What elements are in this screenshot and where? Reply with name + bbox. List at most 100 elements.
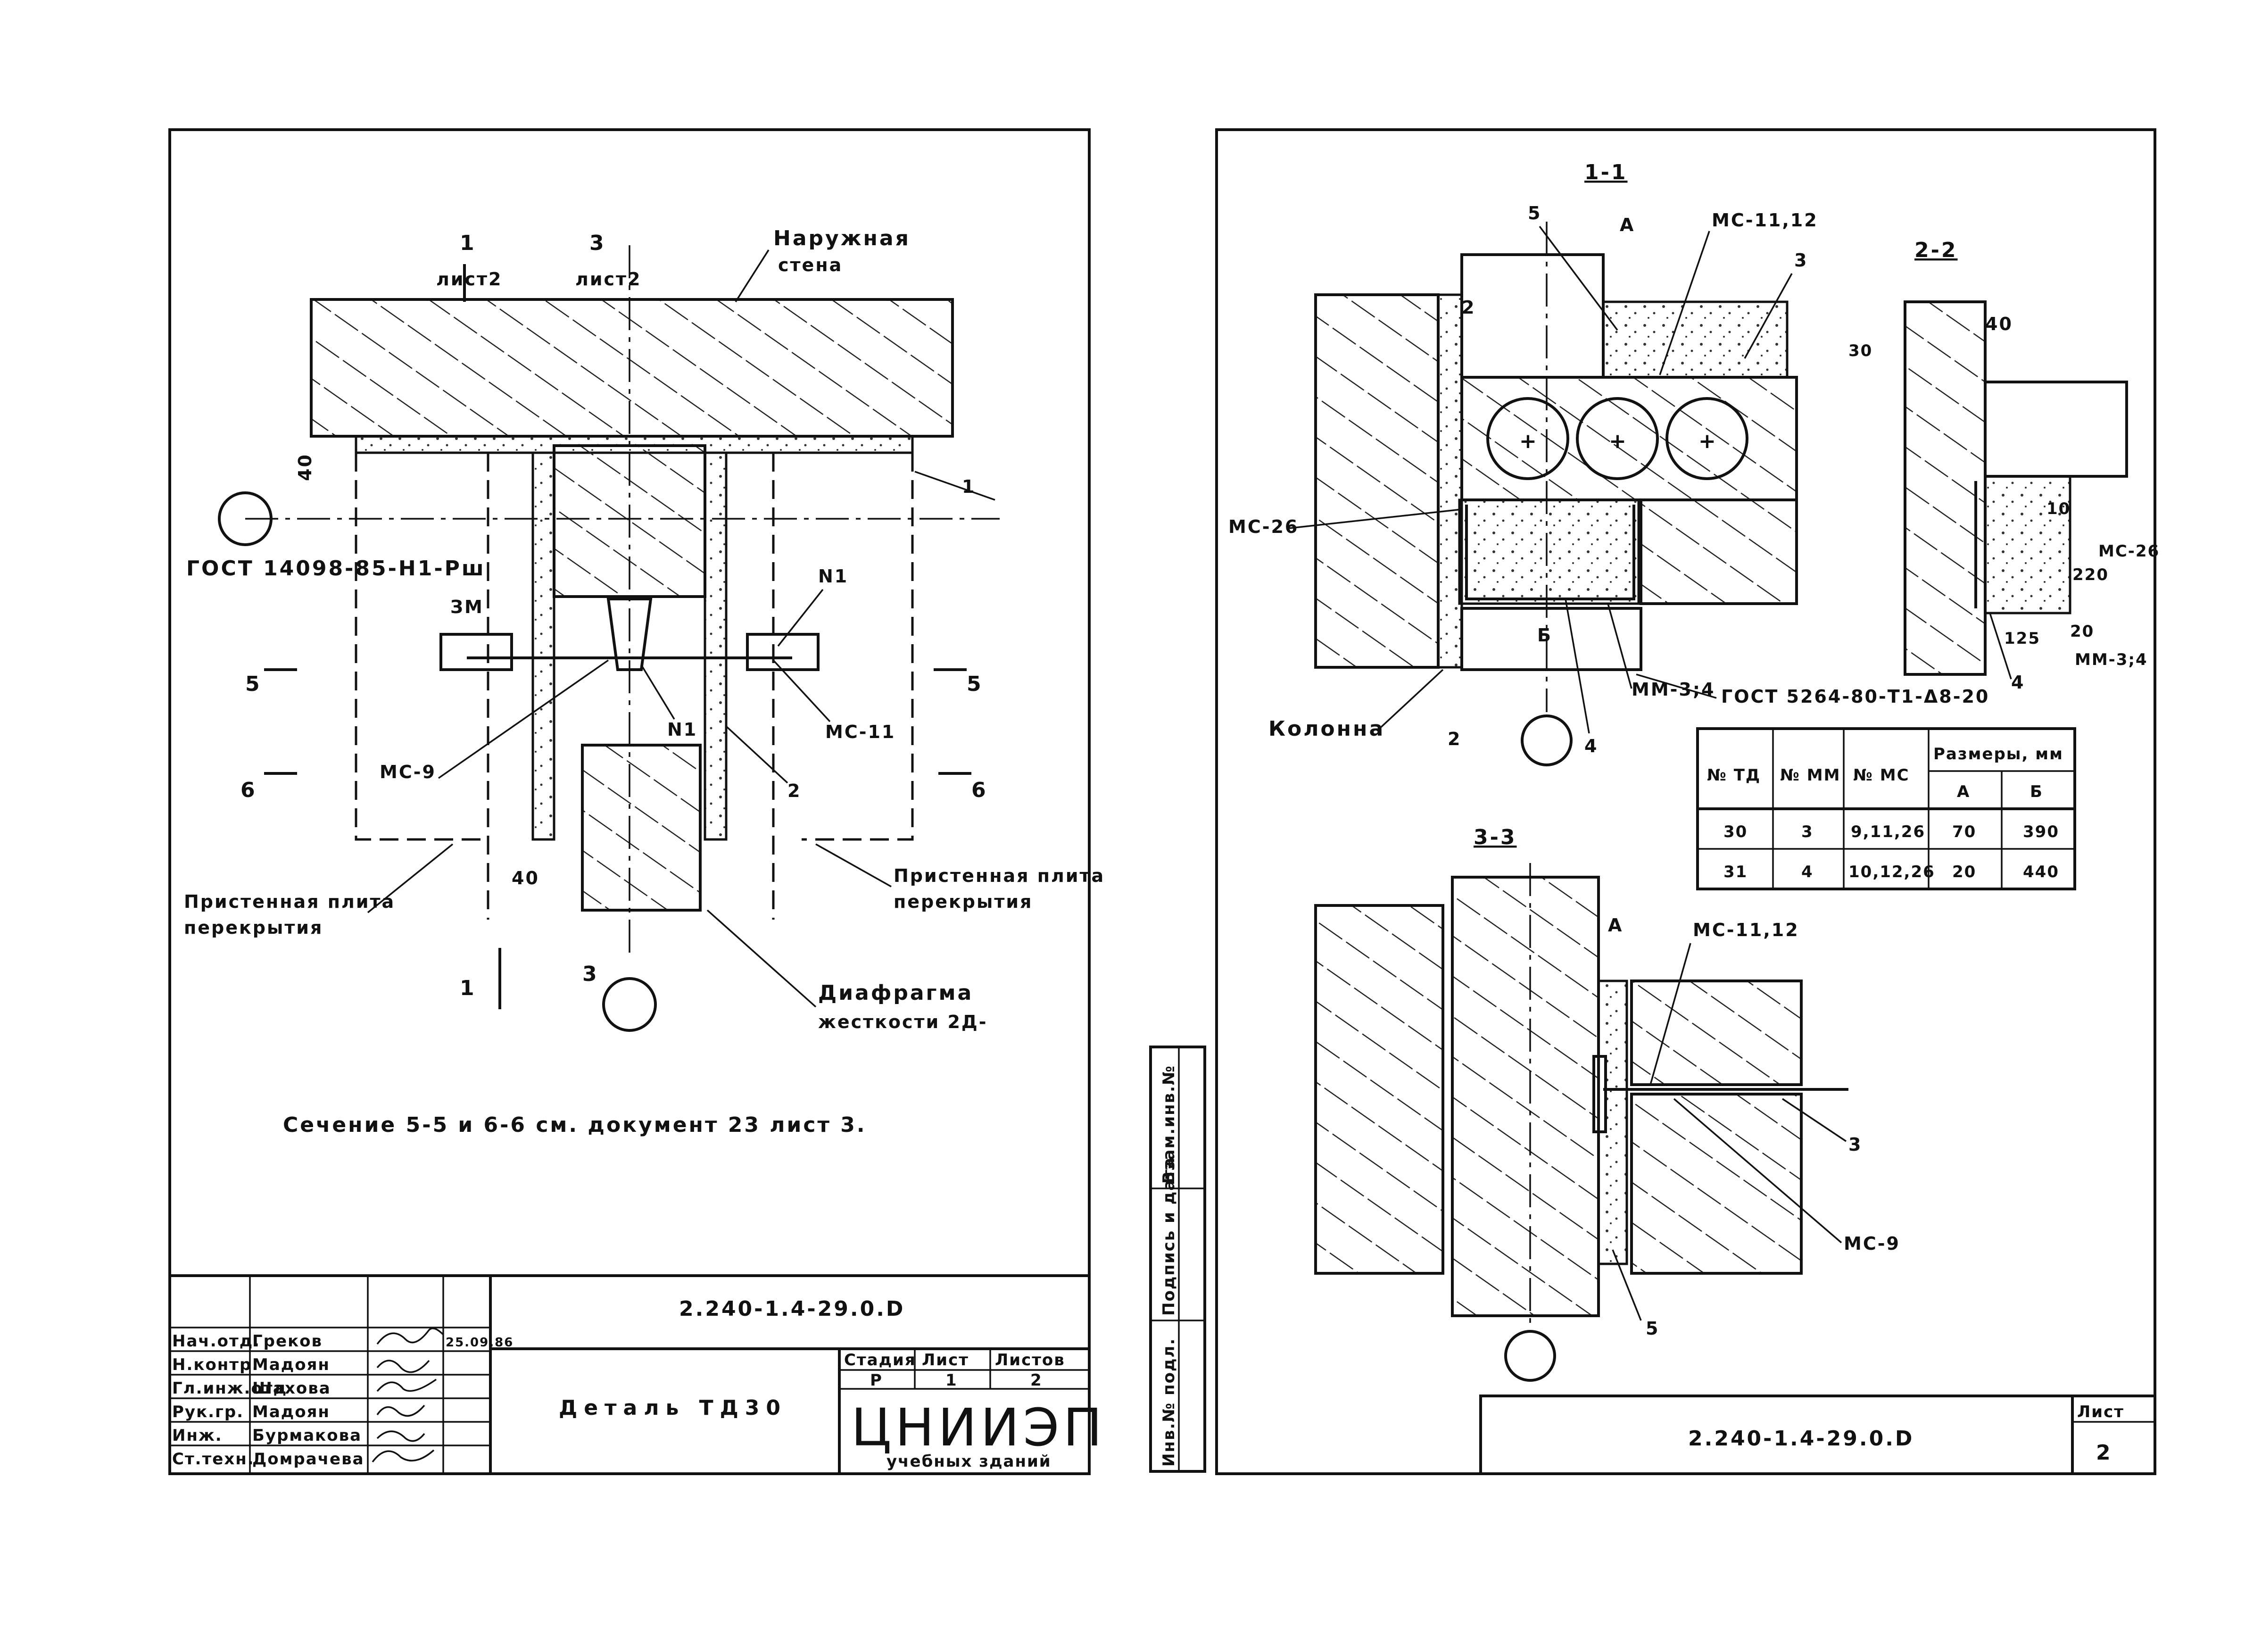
table-cell-1-0: 31 xyxy=(1723,863,1748,881)
label-mc11: МС-11 xyxy=(825,722,895,742)
s33-slab-lower xyxy=(1630,1093,1803,1275)
table-cell-0-0: 30 xyxy=(1723,822,1748,841)
label-item5-33: 5 xyxy=(1646,1318,1659,1339)
table-subheader-a: А xyxy=(1957,782,1970,801)
tb-date: 25.09.86 xyxy=(446,1336,514,1350)
leader-item1 xyxy=(914,471,995,501)
tb-code: 2.240-1.4-29.0.D xyxy=(679,1297,905,1321)
leader-mm34-11 xyxy=(1607,603,1632,689)
s11-hollow-1 xyxy=(1486,397,1569,480)
label-plate-right-2: перекрытия xyxy=(894,891,1033,912)
leader-plate-right xyxy=(815,843,892,888)
label-plate-left-2: перекрытия xyxy=(184,917,323,938)
label-mc9: МС-9 xyxy=(380,762,436,782)
section-mark-1-bottom: 1 xyxy=(460,948,501,1009)
s11-lower-slab xyxy=(1460,607,1642,671)
tb-name-0: Греков xyxy=(252,1332,323,1351)
leader-item4-11 xyxy=(1565,598,1590,734)
s11-gap-fill xyxy=(1602,300,1789,379)
s33-joint xyxy=(1597,980,1628,1265)
svg-text:1: 1 xyxy=(460,231,476,255)
label-gost5264: ГОСТ 5264-80-Т1-Δ8-20 xyxy=(1721,686,1989,707)
label-item3-top: 3 xyxy=(1794,250,1808,271)
leader-plate-left xyxy=(367,843,454,913)
slab-outline-right xyxy=(802,453,914,841)
leader-mc1112-33 xyxy=(1649,943,1691,1085)
table-cell-1-3: 20 xyxy=(1952,863,1976,881)
label-dim30: 30 xyxy=(1848,341,1872,360)
leader-item2 xyxy=(725,725,788,784)
svg-text:1: 1 xyxy=(460,976,476,1000)
leader-n1-top xyxy=(777,589,824,647)
section-mark-6-left: 6 xyxy=(240,772,297,802)
table-cell-0-4: 390 xyxy=(2023,822,2059,841)
label-dim220: 220 xyxy=(2072,565,2109,584)
tb-sheets-h: Листов xyxy=(995,1351,1065,1370)
leader-mc1112-top xyxy=(1659,231,1710,375)
tb-sheets: 2 xyxy=(1030,1371,1043,1390)
signature-3 xyxy=(376,1404,425,1417)
svg-text:5: 5 xyxy=(245,672,262,696)
tb-name-4: Бурмакова xyxy=(252,1426,362,1445)
label-plate-left-1: Пристенная плита xyxy=(184,891,395,912)
footer-sheet-h: Лист xyxy=(2077,1403,2124,1421)
tb-role-3: Рук.гр. xyxy=(172,1403,244,1421)
leader-item5-33 xyxy=(1612,1249,1642,1321)
label-mc26-left: МС-26 xyxy=(1228,516,1299,537)
leader-n1-bottom xyxy=(640,664,675,720)
label-cut2-top: 2 xyxy=(1462,297,1475,318)
section-mark-5-left: 5 xyxy=(245,668,297,696)
svg-text:лист2: лист2 xyxy=(575,269,641,290)
section-mark-1-top: 1 лист2 xyxy=(436,231,501,302)
label-diaphragm-1: Диафрагма xyxy=(818,981,973,1005)
s11-slab-bottom xyxy=(1640,498,1798,605)
label-dim40-22: 40 xyxy=(1985,314,2013,334)
table-cell-0-1: 3 xyxy=(1801,822,1814,841)
s11-anchor xyxy=(1465,505,1635,600)
section-title-2-2: 2-2 xyxy=(1914,238,1958,262)
anchor-wedge xyxy=(606,598,653,671)
axis-bubble-left xyxy=(218,491,273,546)
leader-mc11 xyxy=(772,659,831,722)
s11-upper-wall xyxy=(1460,253,1605,379)
label-n1-top: N1 xyxy=(818,566,848,587)
svg-text:3: 3 xyxy=(589,231,606,255)
diaphragm xyxy=(581,744,702,912)
tb-name-2: Шахова xyxy=(252,1379,331,1398)
tb-role-2: Гл.инж.отд xyxy=(172,1379,287,1398)
label-dim40-top: 40 xyxy=(295,453,315,481)
s11-plus-3: + xyxy=(1698,429,1718,453)
table-header-3: Размеры, мм xyxy=(1933,745,2063,764)
label-item5-top: 5 xyxy=(1528,203,1541,224)
label-gost: ГОСТ 14098-85-Н1-Рш xyxy=(186,556,486,581)
s11-hollow-2 xyxy=(1576,397,1659,480)
label-plate-right-1: Пристенная плита xyxy=(894,865,1105,886)
s33-wall-left xyxy=(1314,904,1444,1275)
s22-wall xyxy=(1904,300,1987,676)
leader-kolonna xyxy=(1376,669,1444,732)
label-mm34-11: ММ-3;4 xyxy=(1632,679,1715,700)
right-sheet: 1-1 + + + 5 А МС-11,12 3 2 30 МС-26 Б Ко… xyxy=(1149,128,2160,1475)
table-cell-0-2: 9,11,26 xyxy=(1851,822,1925,841)
side-stamp-0: Инв.№ подл. xyxy=(1160,1338,1178,1467)
label-item4-11: 4 xyxy=(1584,736,1598,756)
label-dim40-bottom: 40 xyxy=(512,868,539,888)
section-mark-6-right: 6 xyxy=(938,772,986,802)
outer-wall xyxy=(310,298,954,438)
label-item4-22: 4 xyxy=(2011,672,2025,693)
table-cell-1-1: 4 xyxy=(1801,863,1814,881)
table-header-2: № МС xyxy=(1853,766,1910,785)
side-stamp-2: Взам.инв.№ xyxy=(1160,1065,1178,1184)
label-outer-wall-2: стена xyxy=(778,255,843,275)
label-n1-bottom: N1 xyxy=(667,719,697,740)
label-dim125: 125 xyxy=(2004,629,2040,648)
section-title-3-3: 3-3 xyxy=(1474,825,1517,849)
s11-plus-1: + xyxy=(1519,429,1539,453)
label-cut2-bottom: 2 xyxy=(1448,729,1461,749)
s11-hollow-3 xyxy=(1665,397,1748,480)
leader-item4-22 xyxy=(1989,613,2012,680)
leader-diaphragm xyxy=(706,909,817,1008)
tb-role-5: Ст.техн. xyxy=(172,1450,255,1469)
label-mc26-right: МС-26 xyxy=(2098,542,2160,561)
